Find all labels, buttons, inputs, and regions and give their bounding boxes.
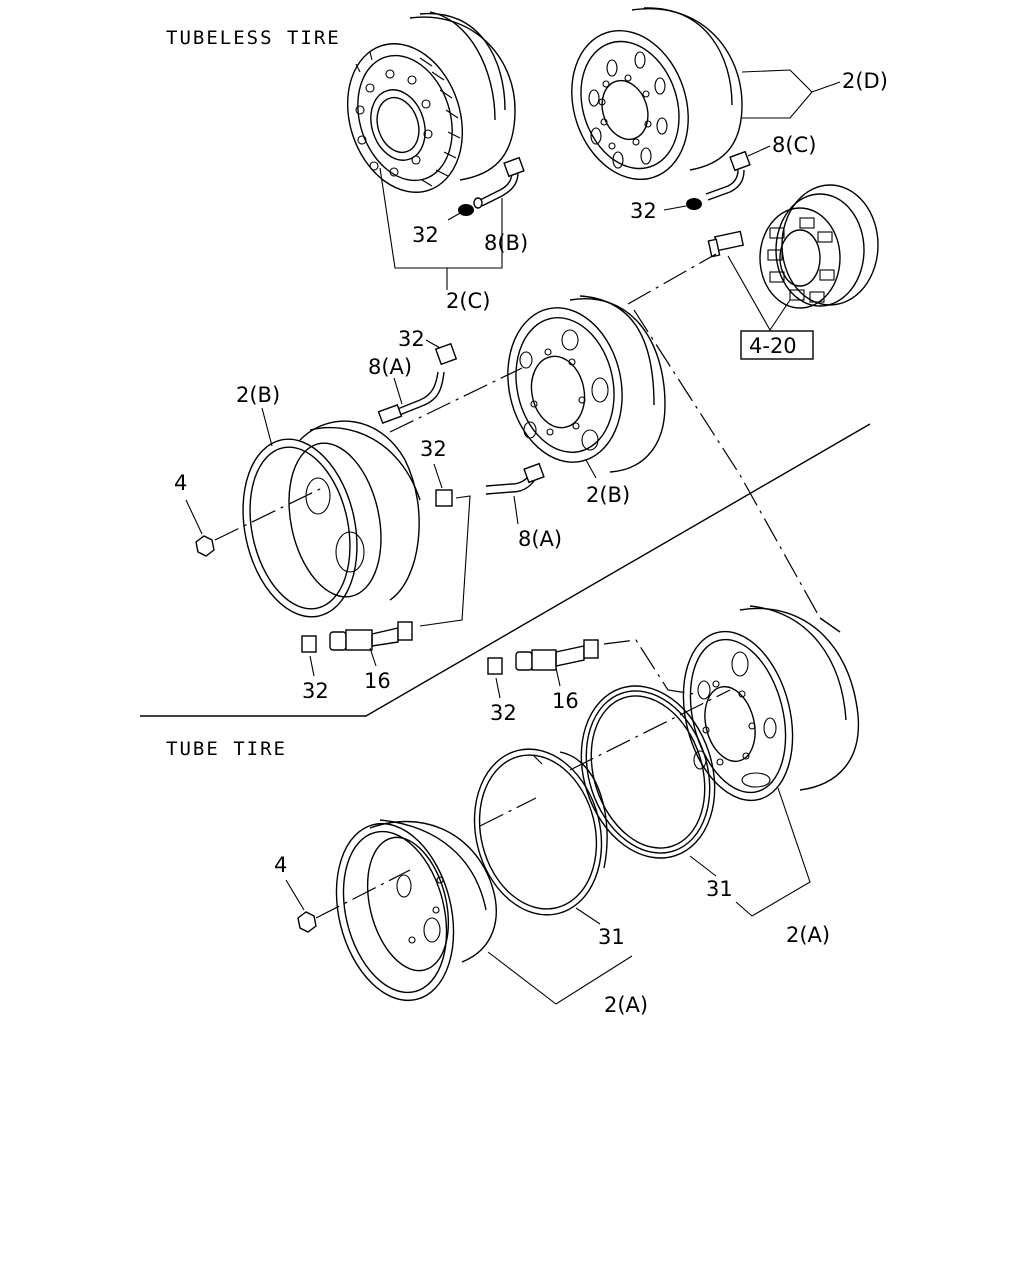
wheel-2a-lower xyxy=(335,819,497,1002)
callout-4-top: 4 xyxy=(174,471,187,495)
valve-cap-32-top-left xyxy=(458,204,474,216)
wheel-2b-outer xyxy=(242,420,421,618)
callout-2d: 2(D) xyxy=(842,69,888,93)
wheel-stud xyxy=(707,230,745,258)
callout-8a-mid: 8(A) xyxy=(518,527,562,551)
valve-cap-32-top-right xyxy=(686,198,702,210)
callout-2b-right: 2(B) xyxy=(586,483,630,507)
wheel-nut-4-top xyxy=(195,535,215,557)
lock-ring-31-right xyxy=(580,685,716,859)
callout-31-right: 31 xyxy=(706,877,733,901)
ref-box-4-20 xyxy=(740,330,814,360)
valve-8b xyxy=(473,156,525,209)
tubeless-tire-title: TUBELESS TIRE xyxy=(166,27,341,49)
callout-32-lower-left: 32 xyxy=(302,679,329,703)
callout-16-right: 16 xyxy=(552,689,579,713)
callout-8b: 8(B) xyxy=(484,231,528,255)
valve-cap-32-mid-top xyxy=(434,342,458,366)
callout-2c: 2(C) xyxy=(446,289,490,313)
valve-8a-mid xyxy=(485,462,545,495)
section-divider xyxy=(140,423,871,717)
callout-8c: 8(C) xyxy=(772,133,816,157)
valve-8a-top xyxy=(377,371,445,424)
callout-2a-right: 2(A) xyxy=(786,923,830,947)
callout-32-top-left: 32 xyxy=(412,223,439,247)
callout-32-mid-top: 32 xyxy=(398,327,425,351)
callout-8a-top: 8(A) xyxy=(368,355,412,379)
side-ring-31-left xyxy=(473,748,608,916)
wheel-2a-upper xyxy=(682,605,860,802)
wheel-nut-4-bottom xyxy=(297,911,317,933)
wheel-2b-inner xyxy=(507,295,666,473)
hub-assembly xyxy=(759,184,879,309)
callout-32-lower-right: 32 xyxy=(490,701,517,725)
callout-2a-left: 2(A) xyxy=(604,993,648,1017)
callout-4-20: 4-20 xyxy=(749,334,797,358)
valve-extension-16-left xyxy=(329,621,413,651)
wheel-2d xyxy=(571,7,743,181)
valve-cap-32-lower-left xyxy=(301,635,317,653)
callout-16-left: 16 xyxy=(364,669,391,693)
callout-32-top-right: 32 xyxy=(630,199,657,223)
valve-extension-16-right xyxy=(515,639,599,671)
callout-32-mid: 32 xyxy=(420,437,447,461)
callout-4-bottom: 4 xyxy=(274,853,287,877)
wheel-2c xyxy=(346,11,516,193)
valve-cap-32-mid xyxy=(435,489,453,507)
tube-tire-title: TUBE TIRE xyxy=(166,738,287,760)
valve-8c xyxy=(705,150,751,201)
callout-31-left: 31 xyxy=(598,925,625,949)
valve-cap-32-lower-right xyxy=(487,657,503,675)
callout-2b-left: 2(B) xyxy=(236,383,280,407)
